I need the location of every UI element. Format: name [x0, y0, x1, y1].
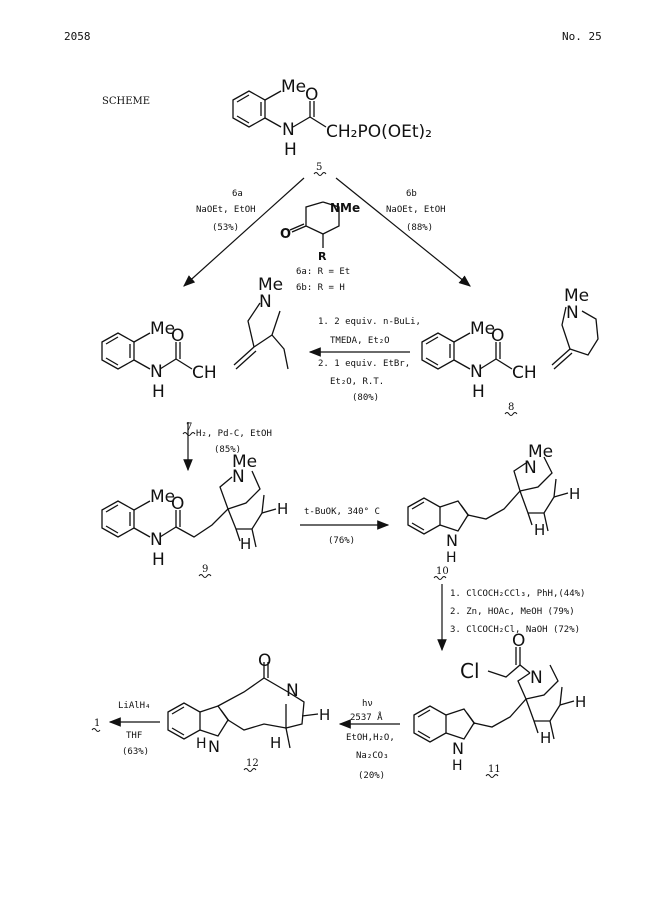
compound-11-n: N	[452, 739, 464, 758]
compound-5-o: O	[305, 85, 318, 105]
compound-10-h1: H	[569, 485, 580, 503]
compound-7-number: 7	[186, 422, 192, 433]
compound-8-o: O	[491, 326, 504, 346]
compound-8-n: N	[470, 362, 483, 382]
r121-yield: (63%)	[122, 747, 149, 757]
compound-8-structure	[421, 306, 599, 370]
compound-12-h1: H	[319, 706, 330, 724]
r87-step1b: TMEDA, Et₂O	[330, 336, 390, 346]
compound-11-h: H	[452, 758, 463, 774]
compound-11-cl: Cl	[460, 659, 480, 683]
compound-5-chain: CH₂PO(OEt)₂	[326, 122, 432, 142]
compound-12-structure	[167, 662, 319, 749]
r1112-wavelength: 2537 Å	[350, 711, 383, 723]
scheme-label: SCHEME	[102, 96, 150, 107]
compound-7-h: H	[152, 382, 165, 402]
r910-yield: (76%)	[328, 536, 355, 546]
compound-9-me-aryl: Me	[150, 487, 175, 507]
compound-9-structure	[101, 470, 277, 548]
r1011-step3: 3. ClCOCH₂Cl, NaOH (72%)	[450, 625, 580, 635]
compound-8-me-aryl: Me	[470, 319, 495, 339]
r1011-step2: 2. Zn, HOAc, MeOH (79%)	[450, 607, 575, 617]
compound-7-me-aryl: Me	[150, 319, 175, 339]
compound-10-h2: H	[534, 521, 545, 539]
r57-yield: (53%)	[212, 223, 239, 233]
compound-6-structure	[289, 201, 340, 248]
compound-10-me-n: Me	[528, 442, 553, 462]
compound-9-number: 9	[202, 564, 208, 575]
compound-9-h1: H	[277, 500, 288, 518]
compound-1-number: 1	[94, 718, 100, 729]
compound-8-h: H	[472, 382, 485, 402]
r87-step2: 2. 1 equiv. EtBr,	[318, 359, 410, 369]
r58-reagent-label: 6b	[406, 189, 417, 199]
compound-9-h: H	[152, 550, 165, 570]
issue-number: No. 25	[562, 30, 602, 43]
compound-6a-definition: 6a: R = Et	[296, 267, 350, 277]
r79-conditions: H₂, Pd-C, EtOH	[196, 429, 272, 439]
compound-12-o: O	[258, 651, 271, 671]
compound-12-number: 12	[246, 758, 259, 769]
compound-5-number: 5	[316, 162, 322, 173]
r57-reagent-label: 6a	[232, 189, 243, 199]
r58-conditions: NaOEt, EtOH	[386, 205, 446, 215]
r121-reagent: LiAlH₄	[118, 701, 151, 711]
compound-7-n: N	[150, 362, 163, 382]
r79-yield: (85%)	[214, 445, 241, 455]
compound-11-h1: H	[575, 693, 586, 711]
compound-6-nme: NMe	[330, 201, 360, 215]
r1011-step1: 1. ClCOCH₂CCl₃, PhH,(44%)	[450, 589, 585, 599]
compound-11-number: 11	[488, 764, 501, 775]
compound-7-ch: CH	[192, 363, 217, 383]
compound-8-ch: CH	[512, 363, 537, 383]
compound-7-structure	[101, 302, 289, 370]
compound-8-me-n: Me	[564, 286, 589, 306]
compound-10-n: N	[446, 531, 458, 550]
compound-8-n-ring: N	[566, 303, 579, 323]
compound-9-h2: H	[240, 535, 251, 553]
r87-step1: 1. 2 equiv. n-BuLi,	[318, 317, 421, 327]
compound-8-number: 8	[508, 402, 514, 413]
r58-yield: (88%)	[406, 223, 433, 233]
r57-conditions: NaOEt, EtOH	[196, 205, 256, 215]
compound-11-structure	[413, 647, 575, 743]
compound-11-o: O	[512, 631, 525, 651]
compound-12-h2: H	[270, 734, 281, 752]
r1112-solvent: EtOH,H₂O,	[346, 733, 395, 743]
compound-10-n-ring: N	[524, 458, 537, 478]
compound-9-o: O	[171, 494, 184, 514]
r1112-base: Na₂CO₃	[356, 751, 389, 761]
compound-9-n-ring: N	[232, 467, 245, 487]
compound-10-h: H	[446, 550, 457, 566]
compound-10-number: 10	[436, 566, 449, 577]
arrow-5-to-8	[335, 177, 471, 287]
compound-6-r: R	[318, 250, 327, 263]
compound-11-n-ring: N	[530, 668, 543, 688]
compound-12-n: N	[208, 737, 220, 756]
compound-6-o: O	[280, 227, 291, 242]
page-number: 2058	[64, 30, 91, 43]
compound-7-o: O	[171, 326, 184, 346]
arrow-5-to-7	[183, 177, 305, 287]
compound-10-structure	[407, 456, 569, 535]
r87-step2b: Et₂O, R.T.	[330, 377, 384, 387]
compound-5-h: H	[284, 140, 297, 160]
compound-5-n: N	[282, 120, 295, 140]
compound-7-n-ring: N	[259, 292, 272, 312]
compound-6b-definition: 6b: R = H	[296, 283, 345, 293]
r121-solvent: THF	[126, 731, 142, 741]
compound-11-h2: H	[540, 729, 551, 747]
r910-conditions: t-BuOK, 340° C	[304, 507, 380, 517]
r1112-hv: hν	[362, 699, 373, 709]
compound-12-n-ring: N	[286, 681, 299, 701]
r87-yield: (80%)	[352, 393, 379, 403]
r1112-yield: (20%)	[358, 771, 385, 781]
compound-7-me-n: Me	[258, 275, 283, 295]
compound-5-structure	[232, 90, 327, 128]
compound-9-n: N	[150, 530, 163, 550]
compound-5-me: Me	[281, 77, 306, 97]
compound-9-me-n: Me	[232, 452, 257, 472]
compound-12-h: H	[196, 736, 207, 752]
